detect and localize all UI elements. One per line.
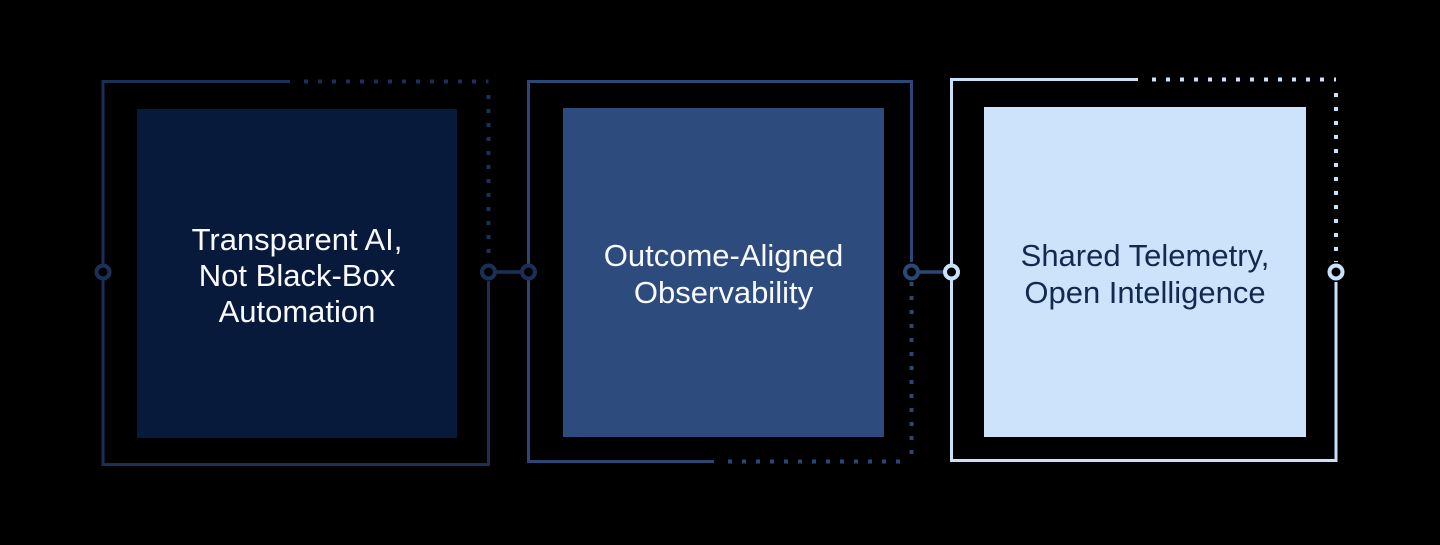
pillar-3-frame-dotted: [1152, 77, 1338, 262]
connector-node-left-outer: [94, 263, 112, 281]
pillar-1-frame: [101, 79, 491, 466]
pillar-1-label-line-1: Transparent AI,: [192, 222, 403, 257]
pillar-1-frame-solid: [101, 80, 490, 466]
pillar-1-label: Transparent AI, Not Black-Box Automation: [192, 222, 403, 329]
pillar-1-box: [137, 109, 457, 438]
connector-node-3-left: [943, 263, 960, 281]
connector-node-2-left: [520, 263, 537, 281]
pillar-2-label: Outcome-Aligned Observability: [604, 238, 844, 310]
pillar-3-label: Shared Telemetry, Open Intelligence: [1021, 238, 1270, 310]
pillar-1-label-line-3: Automation: [219, 294, 376, 329]
pillar-2-frame-solid: [527, 80, 913, 463]
pillar-3-frame-solid: [950, 78, 1338, 462]
connector-node-1-right: [480, 263, 497, 281]
connector-node-right-outer: [1327, 263, 1345, 281]
pillar-3-label-line-2: Open Intelligence: [1024, 275, 1265, 310]
pillar-2-frame: [527, 80, 914, 464]
pillar-3-label-line-1: Shared Telemetry,: [1021, 238, 1270, 273]
connector-node-2-right: [903, 263, 920, 281]
pillar-2-label-line-2: Observability: [634, 275, 814, 310]
pillar-3-box: [984, 107, 1306, 437]
pillar-1-frame-dotted: [304, 79, 491, 262]
pillar-2-frame-dotted: [727, 282, 914, 464]
pillar-2-box: [563, 108, 884, 437]
pillar-2-label-line-1: Outcome-Aligned: [604, 238, 844, 273]
pillar-1-label-line-2: Not Black-Box: [199, 258, 396, 293]
pillar-3-frame: [950, 77, 1338, 462]
